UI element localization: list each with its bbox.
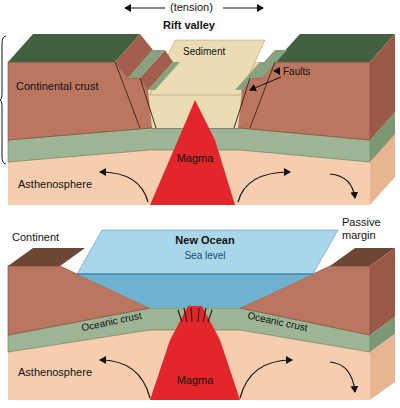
layer-label: Magma (177, 152, 214, 165)
feature-label: Passive margin (342, 216, 396, 241)
block-top (8, 34, 140, 62)
tension-arrow (125, 7, 165, 8)
convection-arrow (100, 360, 150, 398)
magma-plume (150, 100, 235, 205)
ridge-dikes (178, 308, 212, 322)
fault-block-top (148, 62, 180, 90)
side-face (370, 112, 395, 162)
force-label: (tension) (170, 1, 213, 14)
layer-label: Magma (177, 374, 214, 387)
convection-arrow (330, 174, 355, 198)
leader-arrow (250, 77, 281, 90)
magma-plume (150, 306, 240, 400)
sea-surface (77, 230, 338, 274)
feature-label: New Ocean (175, 234, 234, 247)
bracket (0, 36, 6, 164)
layer-label: Continental crust (16, 80, 99, 93)
feature-label: Sea level (184, 250, 225, 262)
convection-arrow (330, 362, 355, 392)
convection-arrow (238, 172, 290, 202)
fault-block-top (128, 50, 165, 78)
convection-arrow (100, 172, 148, 202)
layer-label: Asthenosphere (18, 366, 92, 379)
layer-label: Asthenosphere (18, 178, 92, 191)
layer-label: Sediment (183, 46, 225, 58)
sea-water (77, 274, 313, 308)
leader-arrow (274, 71, 280, 72)
side-face (370, 34, 395, 205)
convection-arrow (240, 360, 292, 398)
fault-block-top (250, 50, 287, 78)
continent-top (8, 248, 85, 266)
side-face (370, 334, 395, 400)
tension-arrow (223, 7, 263, 8)
feature-label: Faults (283, 66, 310, 78)
feature-label: Continent (12, 231, 59, 244)
sea-level-line (77, 274, 313, 275)
feature-label: Rift valley (163, 19, 215, 32)
fault-line (115, 62, 275, 128)
